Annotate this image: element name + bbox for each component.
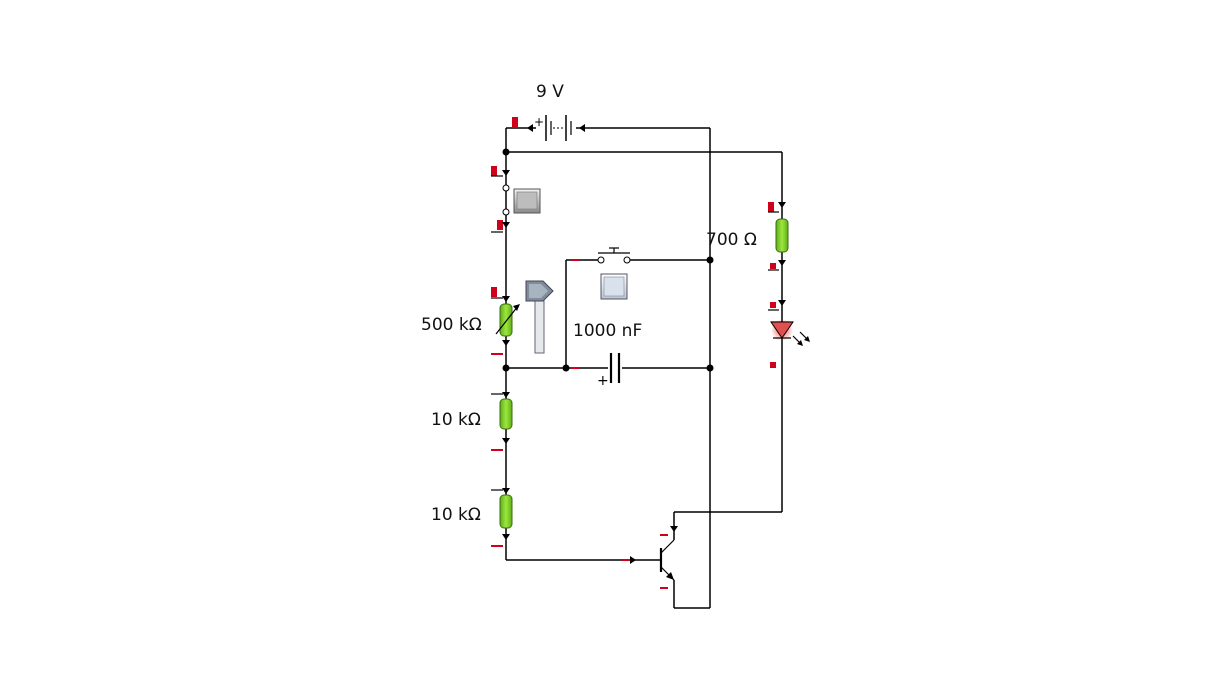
resistor-r1[interactable] (491, 392, 513, 451)
resistor-r2-label: 10 kΩ (431, 505, 481, 525)
led[interactable] (768, 300, 810, 368)
svg-text:+: + (534, 115, 544, 129)
battery[interactable]: + (512, 115, 585, 141)
junction-dot (706, 364, 714, 372)
junction-dot (502, 148, 510, 156)
svg-text:+: + (597, 373, 609, 389)
potentiometer-label: 500 kΩ (421, 315, 482, 335)
resistor-led-label: 700 Ω (706, 230, 757, 250)
resistor-r1-label: 10 kΩ (431, 410, 481, 430)
junction-dot (502, 364, 510, 372)
junction-dot (562, 364, 570, 372)
wires (505, 127, 783, 609)
resistor-r2[interactable] (491, 488, 513, 547)
potentiometer[interactable] (491, 280, 554, 355)
capacitor[interactable]: + (572, 352, 622, 389)
capacitor-label: 1000 nF (573, 321, 642, 341)
push-button[interactable] (572, 247, 631, 300)
battery-label: 9 V (536, 82, 564, 102)
resistor-led[interactable] (768, 202, 789, 271)
toggle-switch[interactable] (491, 166, 541, 233)
junction-dots (502, 148, 714, 372)
junction-dot (706, 256, 714, 264)
npn-transistor[interactable] (622, 526, 678, 589)
